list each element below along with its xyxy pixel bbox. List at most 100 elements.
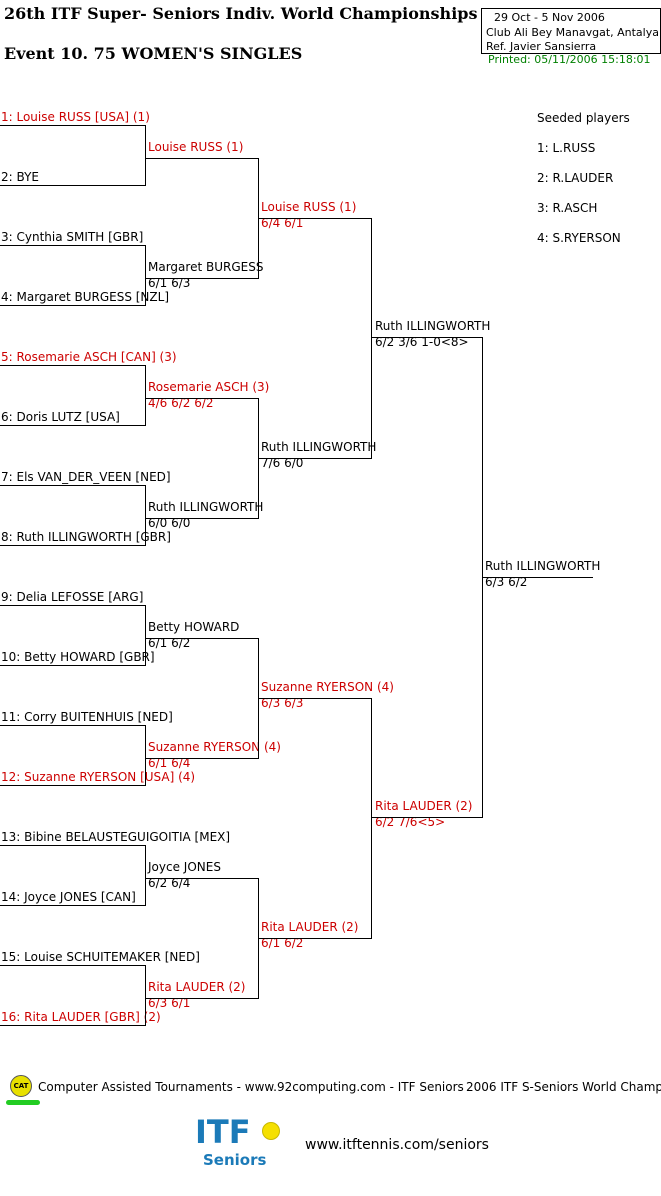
draw-line-15 xyxy=(0,965,146,966)
draw-line-2 xyxy=(0,185,146,186)
printed-timestamp: Printed: 05/11/2006 15:18:01 xyxy=(488,53,651,66)
draw-player-8: 8: Ruth ILLINGWORTH [GBR] xyxy=(1,530,171,544)
seeded-player-4: 4: S.RYERSON xyxy=(537,231,621,245)
tournament-info-box: 29 Oct - 5 Nov 2006 Club Ali Bey Manavga… xyxy=(481,8,661,54)
final-winner-name: Ruth ILLINGWORTH xyxy=(485,559,601,573)
cat-logo-underline xyxy=(6,1100,40,1105)
qf-winner-4: Rita LAUDER (2) xyxy=(261,920,359,934)
tennis-ball-icon xyxy=(262,1122,280,1140)
draw-player-10: 10: Betty HOWARD [GBR] xyxy=(1,650,155,664)
qf-score-2: 7/6 6/0 xyxy=(261,456,304,470)
draw-player-15: 15: Louise SCHUITEMAKER [NED] xyxy=(1,950,200,964)
draw-line-14 xyxy=(0,905,146,906)
sf-line-1 xyxy=(371,337,483,338)
draw-player-1: 1: Louise RUSS [USA] (1) xyxy=(1,110,150,124)
qf-line-1 xyxy=(258,218,372,219)
r2-score-3: 4/6 6/2 6/2 xyxy=(148,396,214,410)
r1-connector xyxy=(145,125,146,186)
r2-winner-6: Suzanne RYERSON (4) xyxy=(148,740,281,754)
r1-connector xyxy=(145,605,146,666)
qf-line-3 xyxy=(258,698,372,699)
sf-score-1: 6/2 3/6 1-0<8> xyxy=(375,335,469,349)
r2-winner-5: Betty HOWARD xyxy=(148,620,240,634)
draw-line-16 xyxy=(0,1025,146,1026)
sf-winner-1: Ruth ILLINGWORTH xyxy=(375,319,491,333)
draw-player-11: 11: Corry BUITENHUIS [NED] xyxy=(1,710,173,724)
final-line xyxy=(483,577,593,578)
draw-player-12: 12: Suzanne RYERSON [USA] (4) xyxy=(1,770,196,784)
draw-line-12 xyxy=(0,785,146,786)
draw-player-5: 5: Rosemarie ASCH [CAN] (3) xyxy=(1,350,177,364)
draw-line-1 xyxy=(0,125,146,126)
r2-winner-1: Louise RUSS (1) xyxy=(148,140,244,154)
draw-line-8 xyxy=(0,545,146,546)
r2-score-5: 6/1 6/2 xyxy=(148,636,191,650)
qf-score-3: 6/3 6/3 xyxy=(261,696,304,710)
draw-player-3: 3: Cynthia SMITH [GBR] xyxy=(1,230,144,244)
draw-player-6: 6: Doris LUTZ [USA] xyxy=(1,410,120,424)
event-title: Event 10. 75 WOMEN'S SINGLES xyxy=(4,44,303,63)
r2-winner-8: Rita LAUDER (2) xyxy=(148,980,246,994)
sf-line-2 xyxy=(371,817,483,818)
footer-event-short: 2006 ITF S-Seniors World Champ xyxy=(466,1080,661,1094)
r2-score-7: 6/2 6/4 xyxy=(148,876,191,890)
r2-line-4 xyxy=(145,518,259,519)
tournament-title: 26th ITF Super- Seniors Indiv. World Cha… xyxy=(4,4,478,23)
draw-line-5 xyxy=(0,365,146,366)
qf-winner-3: Suzanne RYERSON (4) xyxy=(261,680,394,694)
sf-connector xyxy=(482,337,483,818)
seeded-players-heading: Seeded players xyxy=(537,111,630,125)
r2-winner-2: Margaret BURGESS xyxy=(148,260,264,274)
seeded-player-2: 2: R.LAUDER xyxy=(537,171,614,185)
tournament-venue: Club Ali Bey Manavgat, Antalya xyxy=(486,26,659,39)
draw-player-9: 9: Delia LEFOSSE [ARG] xyxy=(1,590,144,604)
r2-winner-7: Joyce JONES xyxy=(148,860,221,874)
r2-score-6: 6/1 6/4 xyxy=(148,756,191,770)
qf-connector xyxy=(371,698,372,939)
draw-line-6 xyxy=(0,425,146,426)
draw-line-11 xyxy=(0,725,146,726)
tournament-dates: 29 Oct - 5 Nov 2006 xyxy=(494,11,605,24)
seeded-player-1: 1: L.RUSS xyxy=(537,141,596,155)
r2-line-6 xyxy=(145,758,259,759)
r1-connector xyxy=(145,245,146,306)
itf-seniors-link[interactable]: www.itftennis.com/seniors xyxy=(305,1137,489,1153)
itf-logo-text: ITF xyxy=(195,1113,251,1151)
sf-winner-2: Rita LAUDER (2) xyxy=(375,799,473,813)
qf-line-2 xyxy=(258,458,372,459)
r2-line-8 xyxy=(145,998,259,999)
cat-logo-icon: CAT xyxy=(10,1075,32,1097)
r2-winner-3: Rosemarie ASCH (3) xyxy=(148,380,270,394)
draw-player-7: 7: Els VAN_DER_VEEN [NED] xyxy=(1,470,171,484)
draw-line-10 xyxy=(0,665,146,666)
draw-line-3 xyxy=(0,245,146,246)
r1-connector xyxy=(145,485,146,546)
r2-score-4: 6/0 6/0 xyxy=(148,516,191,530)
r2-line-5 xyxy=(145,638,259,639)
itf-logo-subtitle: Seniors xyxy=(203,1151,267,1169)
r1-connector xyxy=(145,725,146,786)
qf-connector xyxy=(371,218,372,459)
footer-credits[interactable]: Computer Assisted Tournaments - www.92co… xyxy=(38,1080,464,1094)
r1-connector xyxy=(145,965,146,1026)
r1-connector xyxy=(145,845,146,906)
sf-score-2: 6/2 7/6<5> xyxy=(375,815,446,829)
qf-winner-2: Ruth ILLINGWORTH xyxy=(261,440,377,454)
draw-player-4: 4: Margaret BURGESS [NZL] xyxy=(1,290,169,304)
r2-winner-4: Ruth ILLINGWORTH xyxy=(148,500,264,514)
draw-player-2: 2: BYE xyxy=(1,170,39,184)
draw-player-16: 16: Rita LAUDER [GBR] (2) xyxy=(1,1010,161,1024)
final-score: 6/3 6/2 xyxy=(485,575,528,589)
draw-line-4 xyxy=(0,305,146,306)
r2-line-1 xyxy=(145,158,259,159)
draw-line-7 xyxy=(0,485,146,486)
qf-score-4: 6/1 6/2 xyxy=(261,936,304,950)
qf-winner-1: Louise RUSS (1) xyxy=(261,200,357,214)
r2-line-7 xyxy=(145,878,259,879)
draw-player-13: 13: Bibine BELAUSTEGUIGOITIA [MEX] xyxy=(1,830,231,844)
r2-line-2 xyxy=(145,278,259,279)
itf-seniors-logo: ITF Seniors xyxy=(195,1115,285,1173)
r2-score-8: 6/3 6/1 xyxy=(148,996,191,1010)
draw-player-14: 14: Joyce JONES [CAN] xyxy=(1,890,136,904)
draw-line-13 xyxy=(0,845,146,846)
